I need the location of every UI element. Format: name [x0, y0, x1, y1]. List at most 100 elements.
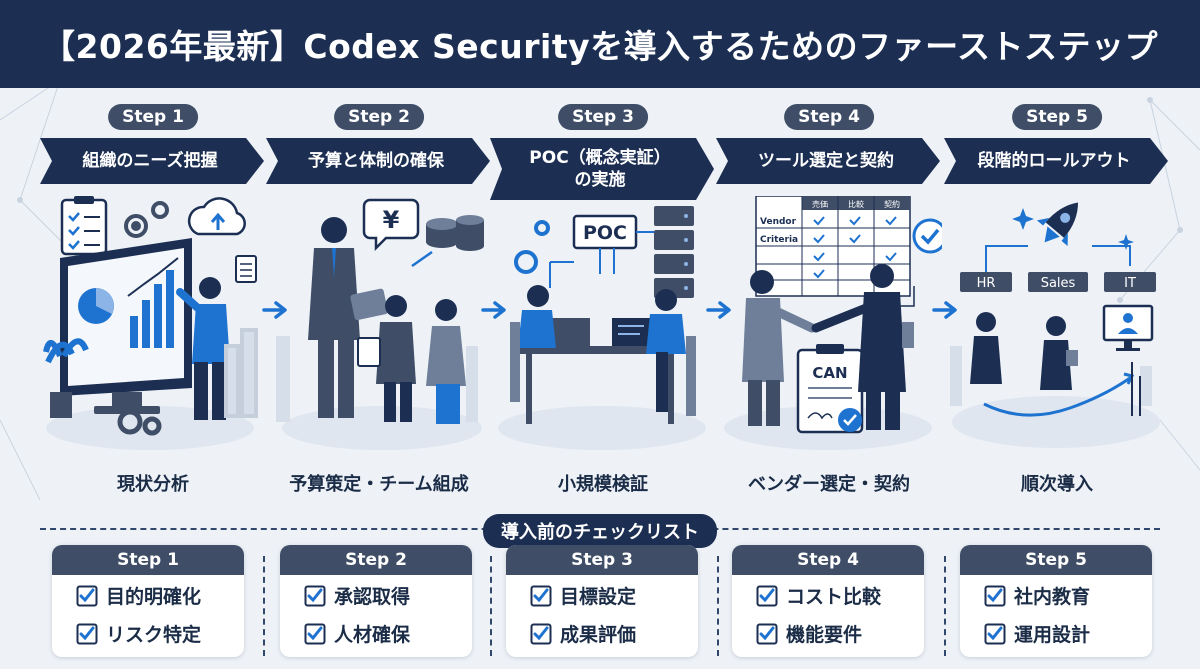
poc-label: POC — [583, 222, 627, 244]
checklist-item: 承認取得 — [280, 578, 472, 613]
handshake-figures — [742, 264, 914, 430]
table-header: 売価 — [812, 199, 828, 209]
checklist-item: 目標設定 — [506, 578, 698, 613]
step-pill: Step 2 — [334, 104, 424, 130]
checklist-card-head: Step 4 — [732, 545, 924, 575]
arrow-right-icon — [706, 301, 731, 319]
checklist-item-label: 機能要件 — [786, 624, 863, 646]
can-label: CAN — [812, 364, 847, 382]
checklist-item-label: 承認取得 — [334, 586, 411, 608]
team-tag-hr: HR — [977, 276, 996, 291]
column-separator — [944, 556, 946, 656]
step-3: Step 3 POC（概念実証） の実施 POC — [490, 104, 716, 499]
laptop-icon — [612, 318, 654, 346]
checklist-item-label: 目標設定 — [560, 586, 637, 608]
team-figures — [357, 295, 466, 424]
step-pill: Step 1 — [108, 104, 198, 130]
monitor-icon — [60, 238, 192, 414]
table-row-label: Vendor — [760, 217, 797, 227]
step-3-illustration: POC — [498, 206, 706, 450]
step-banner: 予算と体制の確保 — [266, 138, 490, 184]
banner-label: 予算と体制の確保 — [308, 151, 444, 171]
step-4: Step 4 ツール選定と契約 売価 比較 契約 Vendor Criteria — [716, 104, 942, 499]
title-bar: 【2026年最新】Codex Securityを導入するためのファーストステップ — [0, 0, 1200, 88]
checklist-card-head: Step 3 — [506, 545, 698, 575]
checklist-item: 人材確保 — [280, 616, 472, 651]
checklist-item: コスト比較 — [732, 578, 924, 613]
step-caption: 現状分析 — [117, 474, 189, 495]
rollout-figures — [970, 312, 1078, 390]
server-icon — [654, 206, 694, 298]
page-title: 【2026年最新】Codex Securityを導入するためのファーストステップ — [42, 27, 1158, 66]
checklist-card-head: Step 5 — [960, 545, 1152, 575]
column-separator — [717, 556, 719, 656]
checklist-card: Step 2 承認取得 人材確保 — [280, 545, 472, 657]
step-banner: 組織のニーズ把握 — [40, 138, 264, 184]
column-separator — [490, 556, 492, 656]
step-pill: Step 4 — [784, 104, 874, 130]
step-1: Step 1 組織のニーズ把握 — [40, 104, 266, 499]
checklist-item: 社内教育 — [960, 578, 1152, 613]
step-4-illustration: 売価 比較 契約 Vendor Criteria — [724, 196, 942, 450]
step-5: Step 5 段階的ロールアウト HR Sales IT — [944, 104, 1170, 499]
checklist-item-label: 社内教育 — [1014, 586, 1091, 608]
banner-label: ツール選定と契約 — [758, 151, 894, 171]
checklist-item: 機能要件 — [732, 616, 924, 651]
step-caption: ベンダー選定・契約 — [748, 474, 910, 495]
arrow-right-icon — [262, 301, 287, 319]
checklist-card: Step 3 目標設定 成果評価 — [506, 545, 698, 657]
step-pill: Step 5 — [1012, 104, 1102, 130]
banner-shape — [944, 138, 1168, 184]
table-header: 契約 — [884, 199, 900, 209]
table-header: 比較 — [848, 199, 864, 209]
plant-icon — [43, 338, 89, 418]
clipboard-icon — [60, 196, 108, 256]
banner-shape — [490, 138, 714, 200]
banner-label: 組織のニーズ把握 — [82, 151, 218, 171]
checklist-item-label: 運用設計 — [1014, 624, 1091, 646]
poc-box: POC — [572, 214, 638, 250]
gear-icon — [117, 409, 162, 436]
step-caption: 小規模検証 — [558, 474, 648, 495]
step-caption: 順次導入 — [1021, 474, 1093, 495]
banner-label: POC（概念実証） の実施 — [529, 148, 671, 190]
step-2-illustration: ¥ — [276, 198, 484, 450]
manager-figure — [308, 217, 388, 418]
checkbox-icon — [984, 585, 1006, 606]
checklist-card-head: Step 2 — [280, 545, 472, 575]
banner-shape — [716, 138, 940, 184]
checklist-item-label: 成果評価 — [560, 624, 637, 646]
yen-symbol: ¥ — [383, 206, 400, 234]
checklist-item: 目的明確化 — [52, 578, 244, 613]
step-caption: 予算策定・チーム組成 — [289, 474, 469, 495]
step-1-illustration — [43, 196, 258, 450]
checklist-item: リスク特定 — [52, 616, 244, 651]
arrow-right-icon — [481, 301, 506, 319]
check-badge-icon — [912, 218, 942, 254]
contract-clipboard: CAN — [796, 344, 864, 434]
team-tag-it: IT — [1124, 276, 1136, 291]
step-banner: POC（概念実証） の実施 — [490, 138, 714, 200]
coins-icon — [426, 215, 484, 251]
checklist-card: Step 5 社内教育 運用設計 — [960, 545, 1152, 657]
checklist-card-head: Step 1 — [52, 545, 244, 575]
checkbox-icon — [984, 623, 1006, 644]
gear-icon — [514, 220, 550, 274]
checkbox-icon — [756, 585, 778, 606]
developer-figures — [510, 285, 696, 416]
banner-label: 段階的ロールアウト — [977, 151, 1131, 171]
checkbox-icon — [76, 623, 98, 644]
checklist-item: 成果評価 — [506, 616, 698, 651]
checklist-item-label: 人材確保 — [334, 624, 411, 646]
document-icon — [235, 255, 257, 283]
step-5-illustration: HR Sales IT — [950, 202, 1160, 448]
step-2: Step 2 予算と体制の確保 ¥ — [266, 104, 492, 499]
step-banner: 段階的ロールアウト — [944, 138, 1168, 184]
banner-shape — [266, 138, 490, 184]
step-pill: Step 3 — [558, 104, 648, 130]
checklist-card: Step 1 目的明確化 リスク特定 — [52, 545, 244, 657]
banner-shape — [40, 138, 264, 184]
checklist-item: 運用設計 — [960, 616, 1152, 651]
column-separator — [263, 556, 265, 656]
checklist-item-label: リスク特定 — [106, 624, 202, 646]
